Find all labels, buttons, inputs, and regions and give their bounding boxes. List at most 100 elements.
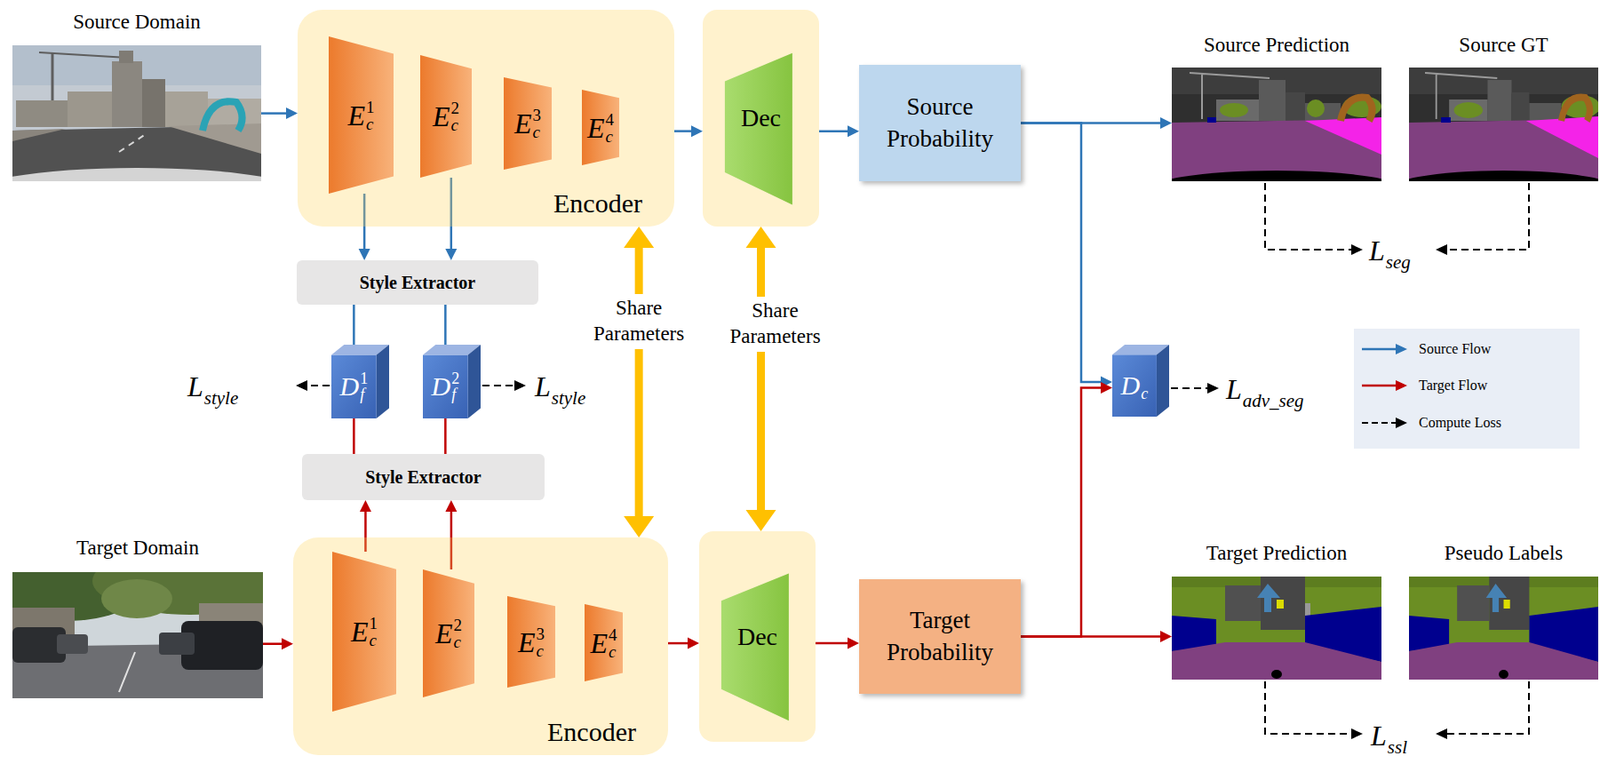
connector-line (756, 243, 765, 515)
connector-line (444, 418, 447, 454)
arrowhead (746, 226, 777, 248)
symbol: E (347, 101, 366, 130)
arrowhead (847, 125, 860, 137)
math-text: D2f (422, 355, 469, 419)
share-label: Share Parameters (722, 296, 829, 352)
loss-subscript: style (204, 387, 239, 409)
subscript: c (1140, 385, 1148, 402)
math-text: E1c (332, 551, 397, 712)
source-photo (0, 45, 315, 229)
arrowhead (358, 248, 371, 261)
probability-box: Target Probability (859, 579, 1021, 694)
math-text: E1c (328, 36, 394, 194)
encoder-stage: E4c (581, 89, 620, 166)
loss-label: Lstyle (534, 372, 586, 406)
encoder-stage: E4c (584, 604, 623, 682)
symbol: E (514, 109, 533, 138)
arrowhead (286, 107, 298, 120)
index-stack: 2f (451, 370, 460, 403)
math-text: E2c (420, 55, 472, 178)
flow-arrow (815, 637, 860, 650)
connector-line (352, 418, 356, 454)
index-stack: 4c (608, 626, 618, 661)
segmentation-map (1171, 576, 1382, 680)
flow-arrow (1020, 123, 1113, 389)
index-stack: 3c (533, 106, 542, 141)
loss-label: Lssl (1370, 721, 1408, 756)
superscript: 1 (359, 370, 368, 387)
math-text: E2c (422, 569, 475, 698)
index-stack: 1f (359, 370, 368, 403)
connector-line (1020, 123, 1104, 383)
legend-text: Compute Loss (1418, 414, 1502, 430)
index-stack: c (1140, 369, 1148, 402)
superscript: 4 (608, 626, 618, 644)
legend-box (1353, 328, 1580, 449)
discriminator-cube: D1f (331, 344, 390, 419)
panel-title: Pseudo Labels (1408, 540, 1599, 567)
arrowhead (1100, 382, 1113, 394)
image-panel: Target Domain (12, 534, 263, 699)
subscript: c (536, 642, 546, 660)
subscript: c (533, 123, 542, 141)
symbol: D (340, 373, 360, 400)
block-title: Encoder (547, 716, 637, 749)
subscript: f (451, 386, 460, 403)
share-arrow (746, 226, 777, 532)
legend-entry: Target Flow (1418, 373, 1488, 399)
flow-arrow (445, 418, 446, 454)
legend-text: Source Flow (1418, 341, 1491, 357)
encoder-stage: E2c (420, 55, 472, 178)
panel-title: Source GT (1408, 31, 1599, 59)
math-text: Dc (1112, 354, 1157, 417)
image-panel: Source Domain (12, 8, 262, 184)
symbol: E (589, 628, 608, 658)
subscript: c (451, 116, 461, 134)
cube-shape (1112, 344, 1170, 417)
loss-label: Lstyle (187, 372, 239, 406)
edge-label: Share Parameters (585, 294, 693, 350)
flow-arrow (261, 107, 298, 120)
connector-line (819, 129, 851, 133)
superscript: 2 (451, 370, 460, 387)
arrowhead (445, 500, 457, 512)
superscript: 2 (451, 99, 461, 117)
encoder-stage: E3c (507, 596, 556, 688)
loss-symbol: L (1369, 234, 1386, 267)
box-text: Style Extractor (365, 467, 482, 488)
block-title: Dec (740, 103, 781, 133)
flow-arrow (674, 125, 703, 137)
encoder-stage: E3c (503, 77, 552, 170)
loss-subscript: style (551, 387, 586, 409)
image-panel: Source GT (1408, 31, 1599, 182)
arrowhead (1160, 630, 1172, 643)
arrowhead (847, 637, 860, 650)
style-extractor: Style Extractor (296, 260, 539, 305)
symbol: E (435, 619, 454, 648)
subscript: f (359, 386, 368, 403)
flow-arrow (668, 637, 700, 650)
arrowhead (746, 509, 777, 532)
legend-entry: Compute Loss (1418, 410, 1502, 436)
superscript: 2 (453, 616, 463, 634)
math-text: E3c (503, 77, 552, 170)
target-photo (0, 547, 288, 699)
panel-title: Source Prediction (1171, 31, 1382, 59)
loss-subscript: seg (1385, 251, 1411, 273)
segmentation-map (1408, 576, 1599, 680)
index-stack: 1c (366, 98, 375, 133)
decoder-block: Dec (699, 531, 816, 742)
arrowhead (1160, 117, 1172, 129)
decoder-block: Dec (702, 9, 820, 227)
flow-arrow (353, 304, 355, 345)
loss-subscript: adv_seg (1242, 390, 1305, 412)
box-text: Style Extractor (359, 272, 477, 294)
connector-line (261, 111, 289, 115)
arrowhead (623, 516, 654, 538)
loss-symbol: L (1225, 373, 1242, 406)
loss-arrowheads (295, 244, 1448, 740)
legend-entry: Source Flow (1418, 336, 1491, 362)
arrowhead (691, 125, 703, 137)
index-stack: 4c (605, 111, 615, 145)
